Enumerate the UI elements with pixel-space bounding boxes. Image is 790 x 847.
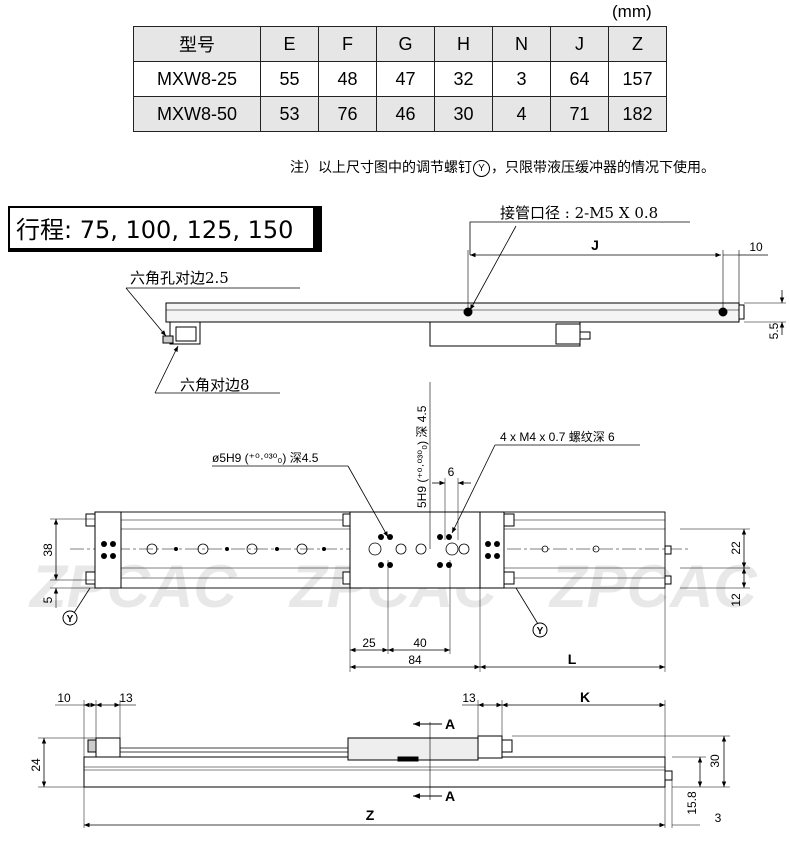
table-header-cell: J [550, 26, 609, 62]
footnote-text: 注）以上尺寸图中的调节螺钉 [290, 160, 472, 176]
unit-label: (mm) [612, 2, 652, 21]
plan-view [50, 382, 750, 672]
table-header-cell: N [492, 26, 551, 62]
table-cell: 48 [318, 61, 377, 97]
guide-rail [165, 302, 740, 323]
shock-absorber-body [429, 321, 581, 347]
table-cell: 55 [260, 61, 319, 97]
tap-callout: 4 x M4 x 0.7 螺纹深 6 [500, 430, 615, 444]
table-cell: 30 [434, 96, 493, 132]
table-cell: 71 [550, 96, 609, 132]
dim-5-5: 5.5 [767, 322, 781, 339]
table-cell: 47 [376, 61, 435, 97]
adjust-screw-symbol: Y [473, 159, 490, 177]
section-mark-top: A [445, 716, 455, 732]
dim-5: 5 [41, 596, 55, 603]
svg-text:Y: Y [537, 626, 544, 637]
dim-6: 6 [448, 465, 455, 479]
svg-text:ZPCAC: ZPCAC [28, 553, 238, 620]
svg-text:Y: Y [67, 614, 74, 625]
dim-J: J [591, 237, 599, 253]
table-row: MXW8-50 53 76 46 30 4 71 182 [133, 96, 667, 132]
port-callout: 接管口径 : 2-M5 X 0.8 [500, 204, 658, 222]
table-header-cell: F [318, 26, 377, 62]
dim-25: 25 [362, 636, 376, 650]
table-header-cell: G [376, 26, 435, 62]
dim-15-8: 15.8 [685, 791, 699, 815]
dim-13-left: 13 [119, 691, 133, 705]
pin-hole-callout: ø5H9 (⁺⁰·⁰³⁰₀) 深4.5 [212, 451, 319, 465]
dim-3: 3 [715, 811, 722, 825]
table-cell: MXW8-50 [133, 96, 261, 132]
table-slider [349, 511, 481, 589]
table-cell: 64 [550, 61, 609, 97]
table-header-cell: Z [608, 26, 667, 62]
dim-24: 24 [29, 758, 43, 772]
table-cell: 32 [434, 61, 493, 97]
table-cell: 4 [492, 96, 551, 132]
dim-K: K [580, 689, 590, 705]
y-symbol-right: Y [532, 622, 548, 638]
slot-callout: 5H9 (⁺⁰·⁰³⁰₀) 深 4.5 [415, 405, 429, 508]
table-header-row: 型号 E F G H N J Z [133, 26, 667, 62]
table-cell: 182 [608, 96, 667, 132]
table-cell: 157 [608, 61, 667, 97]
dim-84: 84 [408, 653, 422, 667]
base-side [83, 756, 666, 788]
dim-40: 40 [413, 636, 427, 650]
port-circle [718, 307, 728, 317]
table-row: MXW8-25 55 48 47 32 3 64 157 [133, 61, 667, 97]
table-cell: 53 [260, 96, 319, 132]
dim-13-right: 13 [462, 691, 476, 705]
dim-12: 12 [729, 593, 743, 607]
end-block-left [94, 511, 122, 589]
hex-hole-callout: 六角孔对边2.5 [130, 269, 229, 287]
stroke-box [8, 206, 322, 252]
dimension-table: 型号 E F G H N J Z MXW8-25 55 48 47 32 3 6… [133, 26, 667, 132]
side-view [38, 700, 730, 828]
section-mark-bottom: A [445, 788, 455, 804]
table-cell: 46 [376, 96, 435, 132]
stroke-label: 行程: 75, 100, 125, 150 [16, 216, 294, 244]
table-header-cell: E [260, 26, 319, 62]
dim-30: 30 [708, 754, 722, 768]
labels: 接管口径 : 2-M5 X 0.8 六角孔对边2.5 六角对边8 ø5H9 (⁺… [29, 204, 781, 825]
dim-22: 22 [729, 541, 743, 555]
svg-text:ZPCAC: ZPCAC [548, 553, 758, 620]
dim-L: L [568, 651, 577, 667]
hex-flat-callout: 六角对边8 [180, 376, 250, 394]
footnote-text: ，只限带液压缓冲器的情况下使用。 [491, 160, 715, 176]
dim-10-top: 10 [749, 240, 763, 254]
y-symbol-left: Y [62, 610, 78, 626]
table-header-cell: H [434, 26, 493, 62]
dim-Z: Z [366, 807, 375, 823]
dim-38: 38 [41, 543, 55, 557]
top-view [125, 221, 786, 394]
dim-10-bottom: 10 [57, 691, 71, 705]
